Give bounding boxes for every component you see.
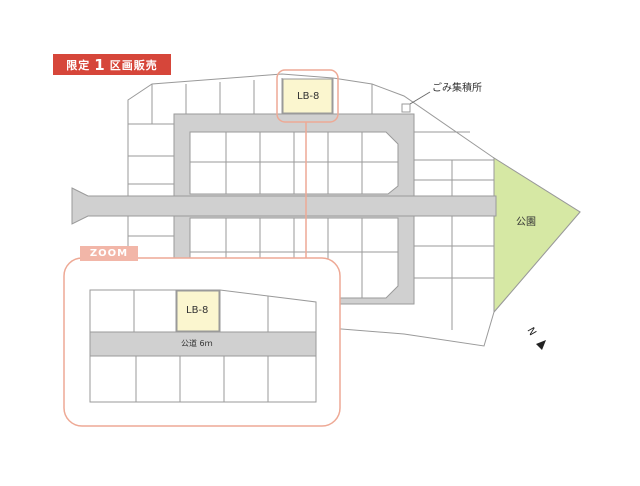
highlight-lot-zoom bbox=[176, 290, 220, 332]
zoom-tag: ZOOM bbox=[80, 246, 138, 261]
park-area bbox=[493, 157, 581, 314]
zoom-road bbox=[89, 331, 317, 357]
badge-prefix: 限定 bbox=[66, 58, 91, 72]
badge-count: 1 bbox=[94, 55, 106, 74]
badge-suffix: 区画販売 bbox=[109, 58, 158, 72]
north-arrow-icon bbox=[536, 340, 546, 350]
lots bbox=[128, 78, 494, 330]
limited-badge: 限定 1 区画販売 bbox=[53, 54, 171, 75]
park-label: 公園 bbox=[516, 217, 536, 228]
highlight-frame bbox=[276, 69, 339, 123]
highlight-lot-map bbox=[282, 78, 333, 114]
garbage-label: ごみ集積所 bbox=[432, 83, 482, 94]
lot-label-zoom: LB-8 bbox=[186, 305, 209, 316]
road-label: 公道 6ｍ bbox=[181, 339, 213, 348]
lot-label-map: LB-8 bbox=[297, 91, 320, 102]
garbage-point bbox=[401, 103, 411, 113]
